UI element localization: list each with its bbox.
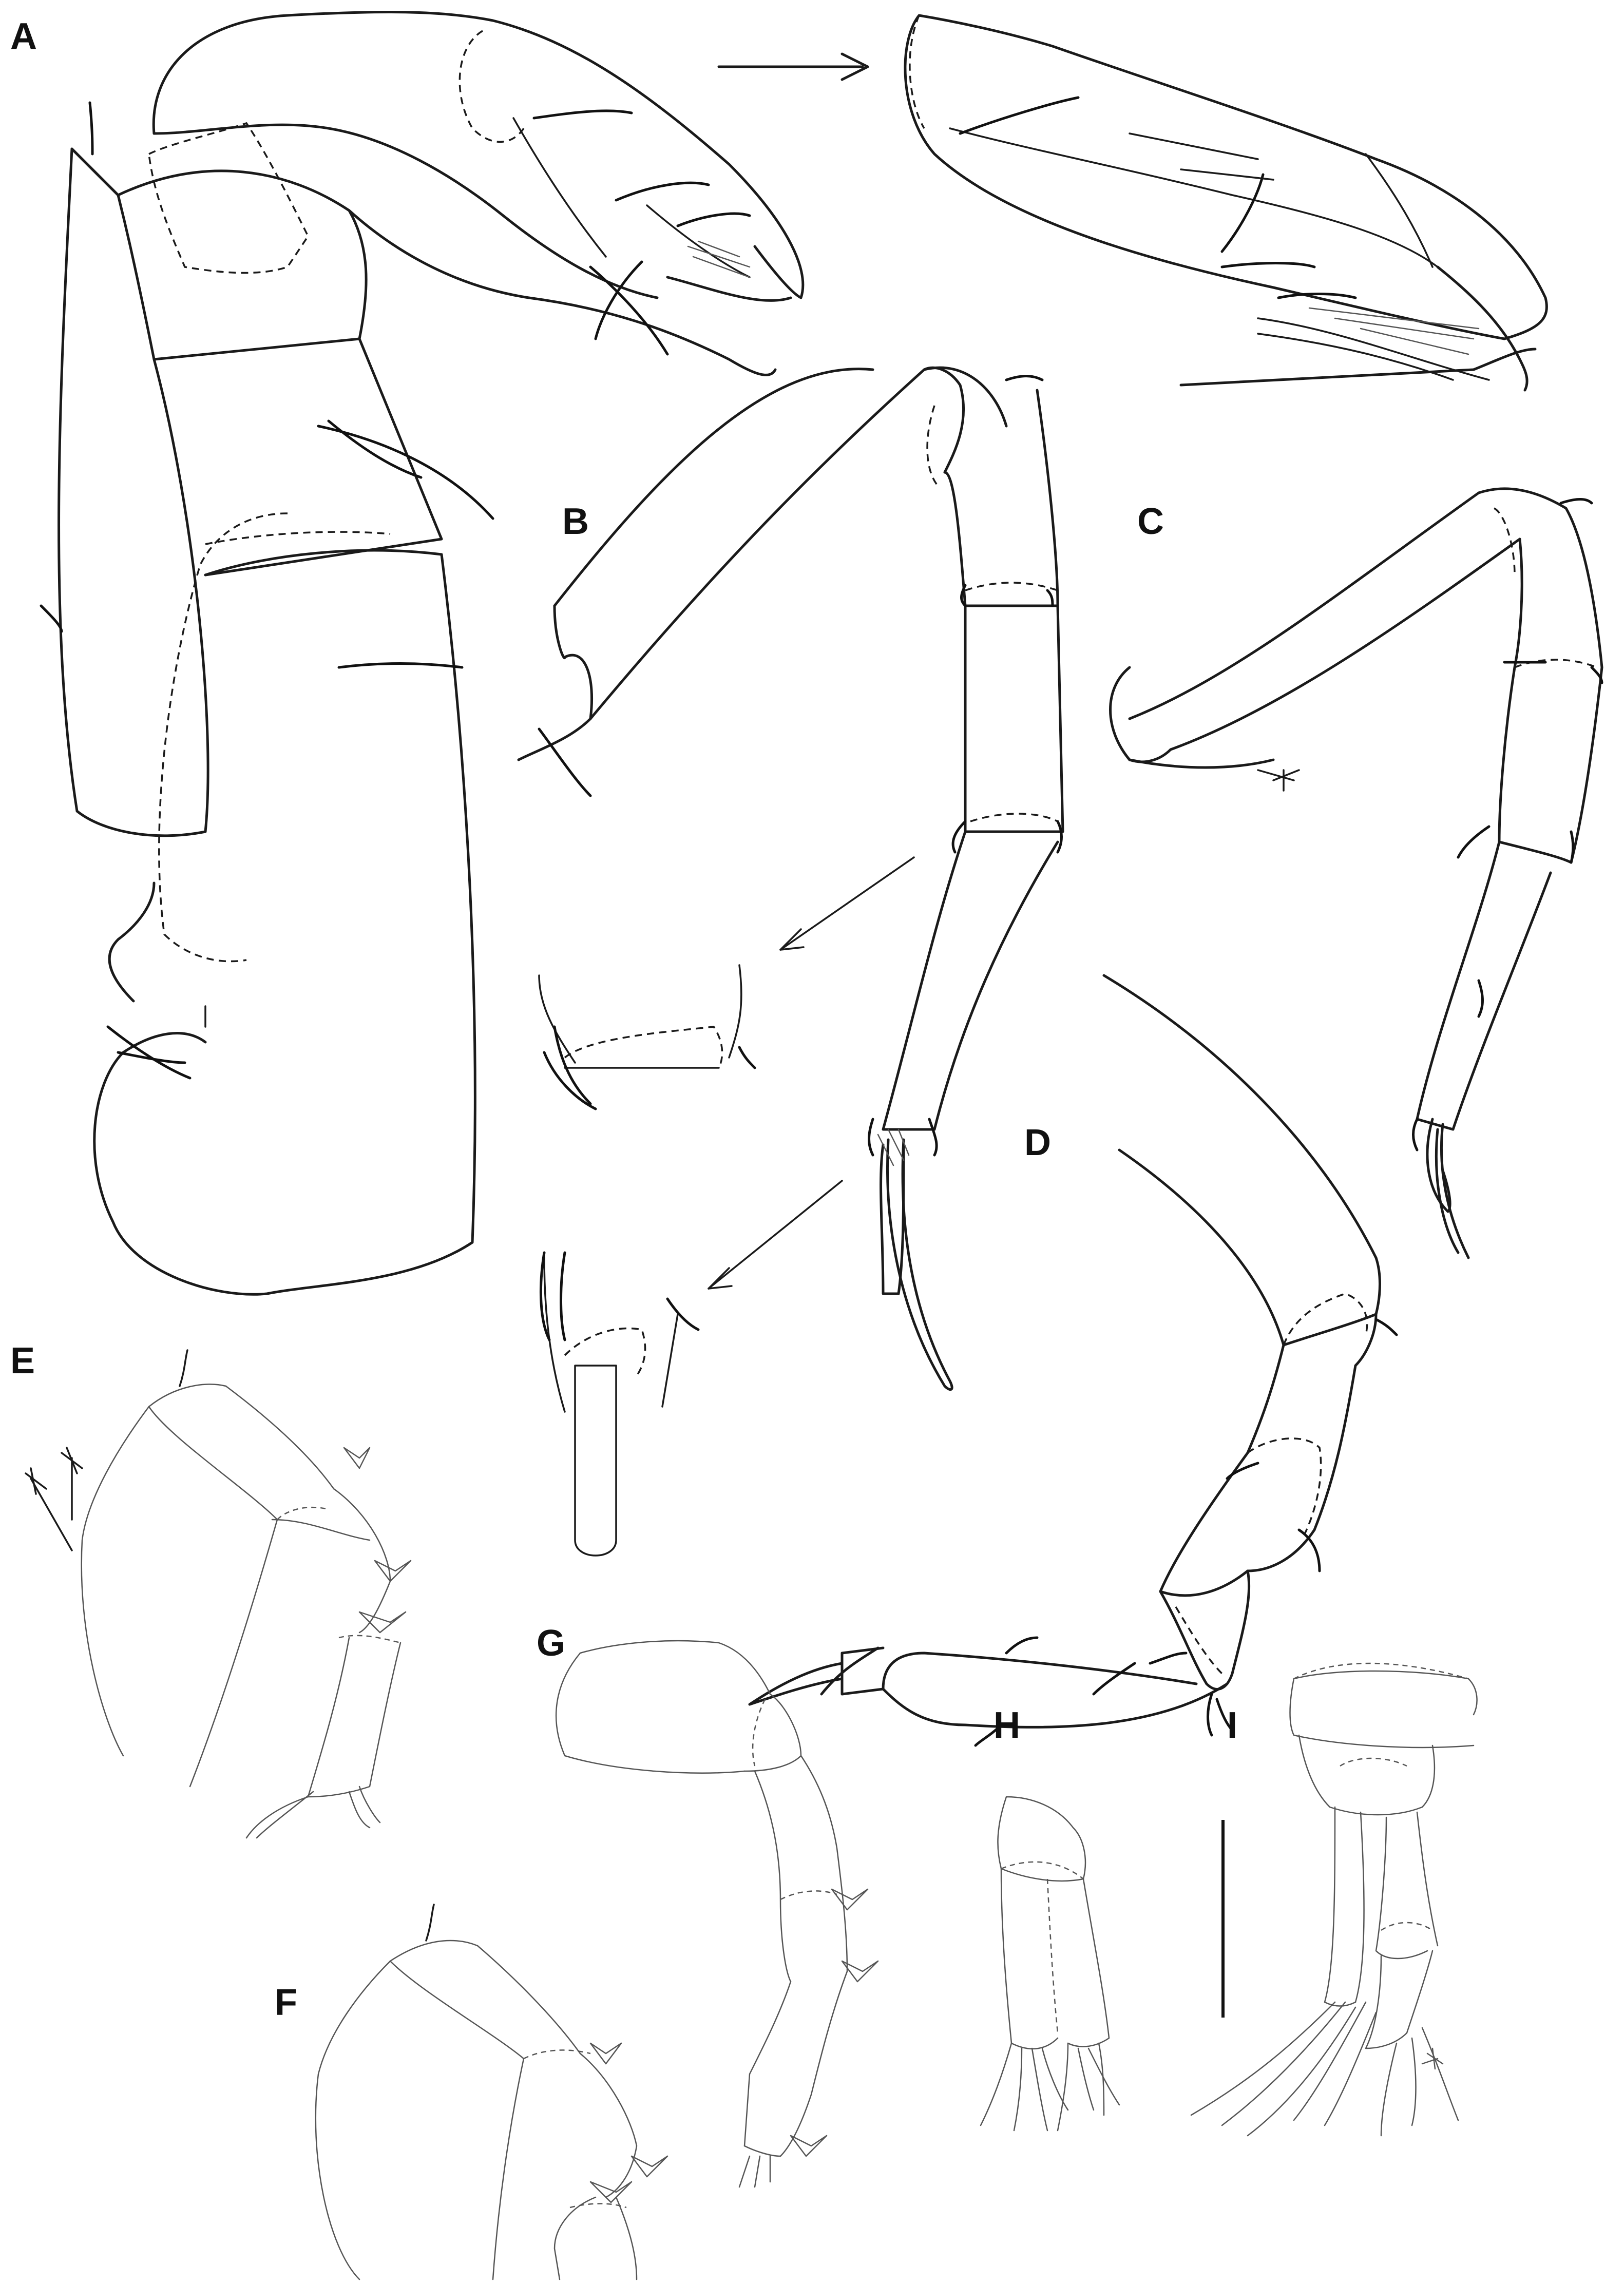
panel-e-drawing — [25, 1349, 412, 1839]
panel-h-drawing — [980, 1796, 1120, 2132]
panel-a-drawing — [40, 10, 869, 1296]
panel-label-d: D — [1024, 1122, 1051, 1163]
panel-b-drawing — [517, 366, 1064, 1557]
panel-label-g: G — [537, 1623, 565, 1664]
panel-f-drawing — [315, 1904, 668, 2280]
panel-label-e: E — [10, 1340, 35, 1381]
panel-i-drawing — [1190, 1662, 1478, 2137]
panel-label-h: H — [993, 1705, 1020, 1746]
panel-label-i: I — [1227, 1705, 1237, 1746]
panel-d-drawing — [748, 974, 1398, 1747]
panel-g-drawing — [555, 1640, 879, 2188]
panel-a-chela-detail — [904, 14, 1548, 392]
panel-c-drawing — [1109, 487, 1603, 1259]
panel-label-c: C — [1137, 501, 1164, 542]
panel-label-f: F — [275, 1982, 297, 2023]
panel-label-b: B — [562, 501, 589, 542]
panel-label-a: A — [10, 16, 37, 57]
